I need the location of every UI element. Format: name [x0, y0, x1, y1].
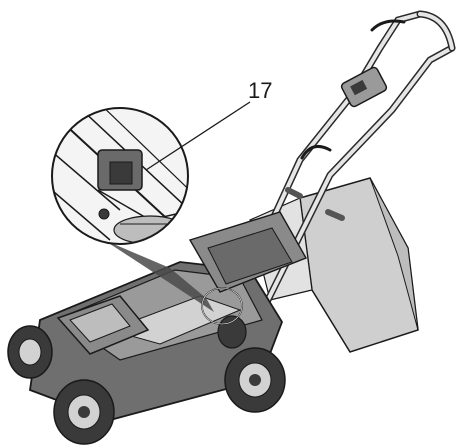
handle-bar [228, 10, 456, 316]
magnifier-cone [104, 240, 214, 312]
detail-target-circle [201, 287, 243, 325]
callout-label: 17 [248, 78, 273, 103]
magnifier-circle [51, 107, 189, 245]
wheel-front-left [53, 379, 115, 445]
callout-leader-line [145, 101, 251, 171]
wheel-rear-left [7, 325, 53, 379]
battery-pack [56, 295, 150, 355]
wheel-front-right [224, 347, 286, 413]
control-switch [340, 66, 388, 108]
